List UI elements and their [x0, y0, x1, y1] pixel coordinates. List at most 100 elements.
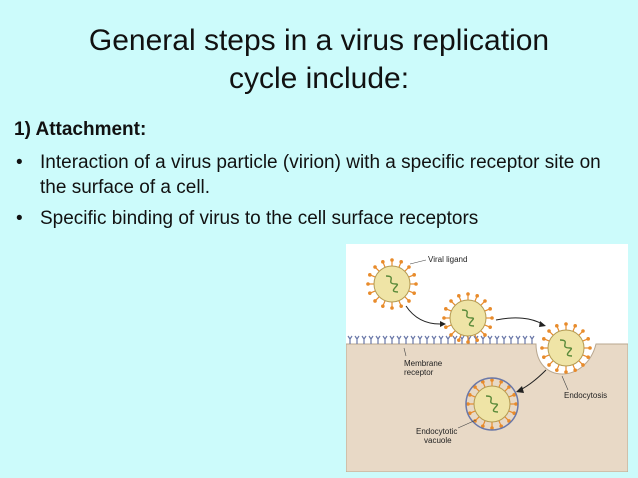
- viral-ligand: [581, 329, 585, 333]
- leader-vacuole: [457, 419, 477, 429]
- viral-ligand: [512, 393, 516, 397]
- figure-svg: Viral ligand Membrane receptor Endocytos…: [346, 255, 628, 472]
- viral-ligand: [457, 338, 461, 342]
- viral-ligand: [542, 355, 546, 359]
- viral-ligand: [540, 346, 544, 350]
- viral-ligand: [412, 291, 416, 295]
- viral-genome: [485, 395, 499, 413]
- viral-ligand: [499, 424, 503, 428]
- viral-ligand: [373, 299, 377, 303]
- receptor: [375, 335, 381, 344]
- viral-ligand: [444, 325, 448, 329]
- receptor: [354, 335, 360, 344]
- receptor: [438, 335, 444, 344]
- receptor: [522, 335, 528, 344]
- viral-ligand: [373, 265, 377, 269]
- viral-ligand: [512, 411, 516, 415]
- receptor: [424, 335, 430, 344]
- viral-ligand: [483, 299, 487, 303]
- label-membrane: Membrane: [404, 359, 443, 368]
- leader-viral-ligand: [409, 259, 427, 265]
- viral-ligand: [586, 337, 590, 341]
- virion-group: [366, 258, 592, 430]
- arrow-2-head: [539, 321, 546, 327]
- receptor: [347, 335, 353, 344]
- viral-ligand: [466, 402, 470, 406]
- viral-ligand: [368, 291, 372, 295]
- viral-ligand: [547, 329, 551, 333]
- viral-ligand: [573, 368, 577, 372]
- viral-ligand: [368, 273, 372, 277]
- viral-ligand: [414, 282, 418, 286]
- viral-ligand: [466, 292, 470, 296]
- viral-ligand: [586, 355, 590, 359]
- viral-ligand: [488, 325, 492, 329]
- viral-ligand: [399, 260, 403, 264]
- receptor: [501, 335, 507, 344]
- virus-attachment-figure: Viral ligand Membrane receptor Endocytos…: [346, 244, 628, 472]
- receptor: [382, 335, 388, 344]
- receptor: [417, 335, 423, 344]
- viral-ligand: [481, 424, 485, 428]
- viral-ligand: [514, 402, 518, 406]
- viral-ligand: [457, 294, 461, 298]
- label-vacuole: vacuole: [424, 436, 452, 445]
- viral-ligand: [555, 324, 559, 328]
- viral-ligand: [366, 282, 370, 286]
- viral-ligand: [581, 363, 585, 367]
- viral-ligand: [475, 294, 479, 298]
- viral-ligand: [564, 370, 568, 374]
- bullet-item-2: Specific binding of virus to the cell su…: [14, 206, 624, 231]
- virion: [540, 322, 592, 374]
- receptor: [529, 335, 535, 344]
- viral-ligand: [407, 299, 411, 303]
- viral-ligand: [564, 322, 568, 326]
- endocytotic-vacuole: [465, 377, 519, 431]
- virion: [466, 378, 518, 430]
- viral-ligand: [468, 411, 472, 415]
- viral-ligand: [555, 368, 559, 372]
- receptor: [389, 335, 395, 344]
- arrow-3-head: [516, 386, 524, 393]
- leader-membrane-receptor: [403, 347, 407, 357]
- viral-ligand: [483, 333, 487, 337]
- label-viral-ligand: Viral ligand: [428, 255, 467, 264]
- virion: [366, 258, 418, 310]
- viral-ligand: [390, 306, 394, 310]
- receptor: [368, 335, 374, 344]
- viral-ligand: [588, 346, 592, 350]
- viral-ligand: [444, 307, 448, 311]
- bullet-list: Interaction of a virus particle (virion)…: [14, 150, 624, 237]
- viral-ligand: [481, 380, 485, 384]
- receptor: [396, 335, 402, 344]
- receptor: [487, 335, 493, 344]
- section-heading: 1) Attachment:: [14, 119, 147, 140]
- viral-ligand: [449, 299, 453, 303]
- receptor: [403, 335, 409, 344]
- viral-ligand: [442, 316, 446, 320]
- viral-ligand: [499, 380, 503, 384]
- receptor: [480, 335, 486, 344]
- viral-genome: [461, 309, 475, 327]
- receptor: [452, 335, 458, 344]
- receptor: [494, 335, 500, 344]
- viral-ligand: [490, 316, 494, 320]
- viral-genome: [385, 275, 399, 293]
- viral-ligand: [542, 337, 546, 341]
- label-endocytotic: Endocytotic: [416, 427, 457, 436]
- arrow-1-head: [440, 321, 446, 327]
- receptor: [515, 335, 521, 344]
- viral-ligand: [381, 260, 385, 264]
- viral-ligand: [490, 426, 494, 430]
- viral-ligand: [466, 340, 470, 344]
- label-endocytosis: Endocytosis: [564, 391, 607, 400]
- receptor: [361, 335, 367, 344]
- membrane-receptors: [347, 335, 535, 344]
- viral-ligand: [449, 333, 453, 337]
- leader-endocytosis: [561, 375, 569, 391]
- viral-ligand: [547, 363, 551, 367]
- slide-title: General steps in a virus replication cyc…: [0, 22, 638, 98]
- arrow-1: [405, 305, 441, 325]
- label-receptor: receptor: [404, 368, 434, 377]
- receptor: [445, 335, 451, 344]
